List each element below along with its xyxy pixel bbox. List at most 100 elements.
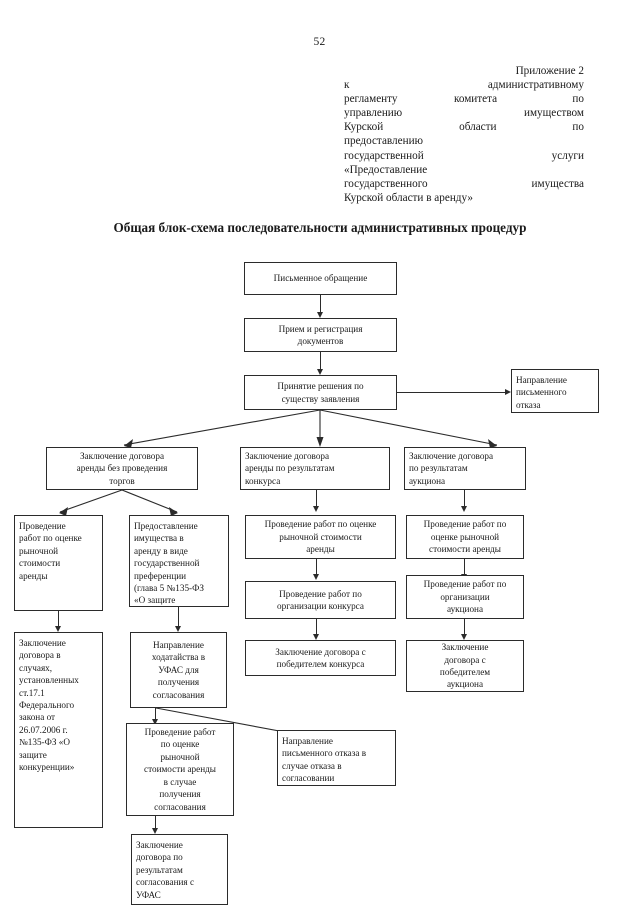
- flow-node-decision-line1: Принятие решения по: [277, 381, 364, 392]
- flow-node-refusal-no-approval-line3: случае отказа в: [282, 760, 342, 771]
- flow-node-written-refusal-line1: Направление: [516, 375, 567, 385]
- arrowhead-n10-n12: [313, 574, 319, 580]
- flow-node-receipt-registration: Прием и регистрация документов: [244, 318, 397, 352]
- flow-node-state-preference-line1: Предоставление: [134, 521, 198, 531]
- flow-node-contract-after-ufas-line3: результатам: [136, 864, 183, 875]
- flow-node-lease-by-competition-line1: Заключение договора: [245, 450, 330, 461]
- flow-node-valuation-left: Проведение работ по оценке рыночной стои…: [14, 515, 103, 611]
- flow-node-valuation-auction: Проведение работ по оценке рыночной стои…: [406, 515, 524, 559]
- flow-node-contract-competition-winner-line1: Заключение договора с: [275, 646, 366, 657]
- flow-node-contract-after-ufas-line4: согласования с: [136, 877, 195, 888]
- connector-n5-n8: [59, 489, 123, 513]
- arrowhead-n12-n16: [313, 634, 319, 640]
- flow-node-contract-competition-winner: Заключение договора с победителем конкур…: [245, 640, 396, 676]
- flow-node-lease-without-bidding-line1: Заключение договора: [79, 450, 165, 461]
- appendix-line-5: Курской области по: [344, 121, 584, 134]
- flow-node-contract-auction-winner: Заключение договора с победителем аукцио…: [406, 640, 524, 692]
- arrowhead-n1-n2: [317, 312, 323, 318]
- flow-node-lease-without-bidding: Заключение договора аренды без проведени…: [46, 447, 198, 490]
- arrowhead-n8-n14: [55, 626, 61, 632]
- arrowhead-n5-n8: [59, 507, 68, 516]
- flow-node-lease-without-bidding-line2: аренды без проведения: [76, 463, 168, 474]
- connector-n3-n5: [123, 409, 321, 446]
- flow-node-contract-auction-winner-line1: Заключение: [441, 642, 489, 653]
- flow-node-contract-auction-winner-line4: аукциона: [446, 679, 484, 690]
- flow-node-organize-competition-line1: Проведение работ по: [279, 588, 362, 599]
- flow-node-valuation-competition-line1: Проведение работ по оценке: [264, 519, 377, 530]
- appendix-line-4: управлению имуществом: [344, 107, 584, 120]
- flow-node-lease-by-competition-line3: конкурса: [245, 475, 281, 486]
- arrowhead-n3-n6: [316, 437, 324, 447]
- flow-node-lease-per-art171-line2: договора в: [19, 650, 61, 661]
- connector-fan-decision-branches: [123, 409, 498, 448]
- flow-node-receipt-registration-line1: Прием и регистрация: [278, 323, 363, 334]
- flow-node-valuation-competition: Проведение работ по оценке рыночной стои…: [245, 515, 396, 559]
- flow-node-contract-after-ufas-line2: договора по: [136, 852, 183, 863]
- flow-node-contract-competition-winner-line2: победителем конкурса: [276, 659, 365, 669]
- arrowhead-n3-n4: [505, 389, 511, 395]
- connector-n11-n13: [464, 559, 465, 576]
- flow-node-decision-line2: существу заявления: [281, 393, 360, 404]
- connector-n18-n20: [155, 816, 156, 830]
- flow-node-contract-auction-winner-line2: договора с: [444, 654, 486, 665]
- flow-node-ufas-petition: Направление ходатайства в УФАС для получ…: [130, 632, 227, 708]
- flow-node-refusal-no-approval: Направление письменного отказа в случае …: [277, 730, 396, 786]
- flow-node-state-preference-line6: (глава 5 №135-ФЗ: [134, 583, 204, 594]
- connector-n7-n11: [464, 490, 465, 508]
- flow-node-ufas-petition-line2: ходатайства в: [151, 652, 206, 663]
- flow-node-ufas-petition-line1: Направление: [153, 639, 204, 650]
- flow-node-valuation-after-approval: Проведение работ по оценке рыночной стои…: [126, 723, 234, 816]
- flow-node-written-refusal-line2: письменного: [516, 387, 567, 398]
- connector-n9-n15: [178, 607, 179, 628]
- arrowhead-n3-n5: [124, 439, 133, 448]
- page-title: Общая блок-схема последовательности адми…: [113, 220, 527, 235]
- arrowhead-n6-n10: [313, 506, 319, 512]
- flow-node-valuation-left-line3: рыночной: [19, 545, 59, 556]
- flow-node-organize-auction-line3: аукциона: [446, 604, 484, 615]
- appendix-header: Приложение 2 к административному регламе…: [344, 64, 584, 205]
- connector-n5-n9: [121, 489, 178, 513]
- flow-node-valuation-after-approval-line3: рыночной: [160, 751, 200, 762]
- flow-node-lease-per-art171: Заключение договора в случаях, установле…: [14, 632, 103, 828]
- appendix-line-8: «Предоставление: [344, 163, 428, 176]
- flow-node-written-request-label: Письменное обращение: [273, 273, 368, 284]
- flow-node-lease-by-auction-line2: по результатам: [409, 463, 468, 474]
- connector-n1-n2: [320, 295, 321, 314]
- flow-node-ufas-petition-line3: УФАС для: [158, 664, 199, 675]
- appendix-line-6: предоставлению: [344, 135, 423, 148]
- flow-node-state-preference-line3: аренду в виде: [134, 545, 188, 556]
- flow-node-written-refusal: Направление письменного отказа: [511, 369, 599, 413]
- flow-node-lease-by-auction-line1: Заключение договора: [409, 450, 494, 461]
- flow-node-state-preference-line4: государственной: [134, 558, 200, 569]
- connector-n3-n7: [319, 409, 498, 446]
- appendix-line-9: государственного имущества: [344, 177, 584, 190]
- flow-node-valuation-left-line2: работ по оценке: [19, 533, 82, 544]
- flow-node-lease-per-art171-line8: 26.07.2006 г.: [19, 724, 68, 735]
- connector-n15-n18: [155, 708, 156, 721]
- flow-node-valuation-competition-line2: рыночной стоимости: [279, 531, 362, 542]
- flow-node-valuation-after-approval-line6: получения: [159, 789, 201, 800]
- flow-node-valuation-auction-line2: оценке рыночной: [430, 531, 500, 542]
- flow-node-state-preference: Предоставление имущества в аренду в виде…: [129, 515, 229, 607]
- arrowhead-n13-n17: [461, 634, 467, 640]
- flow-node-receipt-registration-line2: документов: [297, 336, 344, 346]
- flow-node-lease-per-art171-line3: случаях,: [19, 662, 53, 673]
- flow-node-ufas-petition-line4: получения: [157, 677, 200, 688]
- flow-node-organize-auction-line2: организации: [440, 591, 490, 602]
- flow-node-valuation-left-line4: стоимости: [19, 558, 61, 569]
- arrowhead-n2-n3: [317, 369, 323, 375]
- appendix-line-10: Курской области в аренду»: [344, 191, 473, 204]
- flow-node-organize-auction: Проведение работ по организации аукциона: [406, 575, 524, 619]
- flow-node-refusal-no-approval-line1: Направление: [282, 736, 333, 746]
- flow-node-valuation-auction-line1: Проведение работ по: [423, 519, 507, 530]
- flow-node-organize-competition-line2: организации конкурса: [277, 601, 364, 611]
- flow-node-valuation-after-approval-line1: Проведение работ: [144, 727, 216, 738]
- flow-node-organize-auction-line1: Проведение работ по: [423, 579, 507, 590]
- connector-n8-n14: [58, 611, 59, 628]
- flow-node-valuation-after-approval-line7: согласования: [154, 801, 206, 812]
- appendix-line-7: государственной услуги: [344, 149, 584, 162]
- flow-node-written-request: Письменное обращение: [244, 262, 397, 295]
- arrowhead-n18-n20: [152, 828, 158, 834]
- flow-node-state-preference-line7: «О защите: [134, 595, 176, 606]
- connector-n13-n17: [464, 619, 465, 636]
